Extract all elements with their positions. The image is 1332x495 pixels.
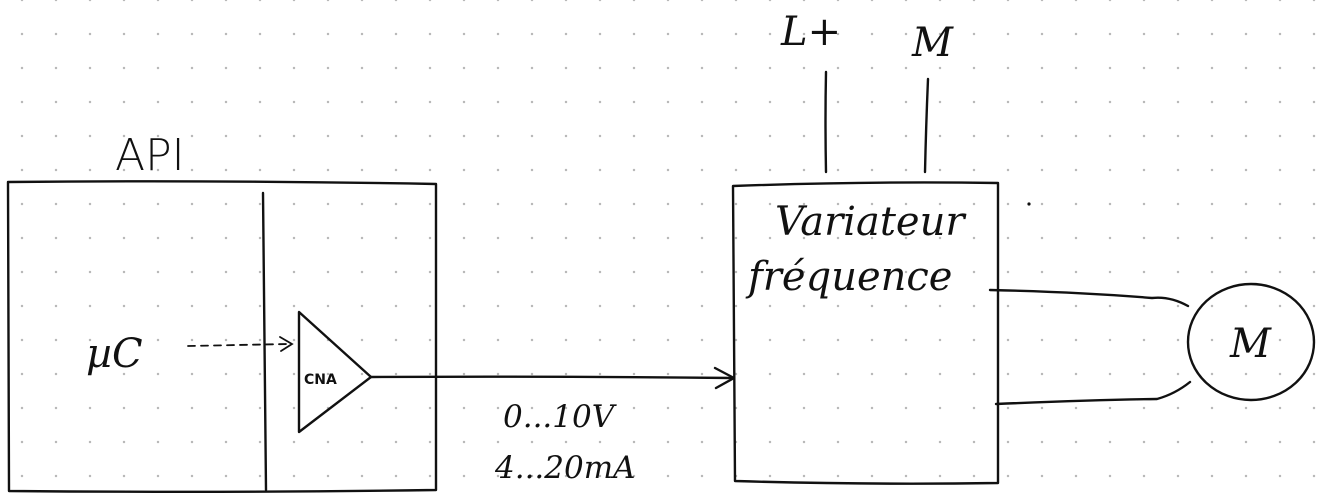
supply-plus-label: L+ (780, 9, 841, 55)
power-supply: L+ M (780, 9, 954, 174)
drive-title-line2: fréquence (745, 254, 952, 300)
drive-box (731, 181, 1000, 485)
cpu-label: µC (86, 331, 143, 377)
supply-minus-label: M (911, 20, 954, 66)
current-range-label: 4...20mA (494, 450, 636, 486)
frequency-drive: Variateur fréquence (731, 181, 1031, 485)
motor-circle (1186, 282, 1316, 402)
plc-divider (261, 191, 268, 492)
motor-wire-top (988, 288, 1190, 308)
drive-title-line1: Variateur (775, 199, 967, 245)
motor-label: M (1229, 321, 1272, 367)
motor: M (988, 282, 1316, 406)
supply-minus-wire (923, 77, 930, 174)
dac-label: CNA (304, 372, 337, 388)
plc-block: API µC CNA (6, 130, 438, 493)
motor-wire-bottom (994, 380, 1192, 406)
voltage-range-label: 0...10V (503, 399, 618, 435)
signal-wire (369, 375, 735, 380)
plc-box (6, 180, 438, 493)
stray-dot (1027, 202, 1031, 206)
dac-triangle (297, 310, 373, 434)
plc-title: API (115, 130, 185, 181)
internal-link-line (187, 343, 289, 347)
analog-signal: 0...10V 4...20mA (369, 366, 736, 486)
internal-link-arrowhead (279, 336, 294, 352)
supply-plus-wire (824, 70, 828, 174)
